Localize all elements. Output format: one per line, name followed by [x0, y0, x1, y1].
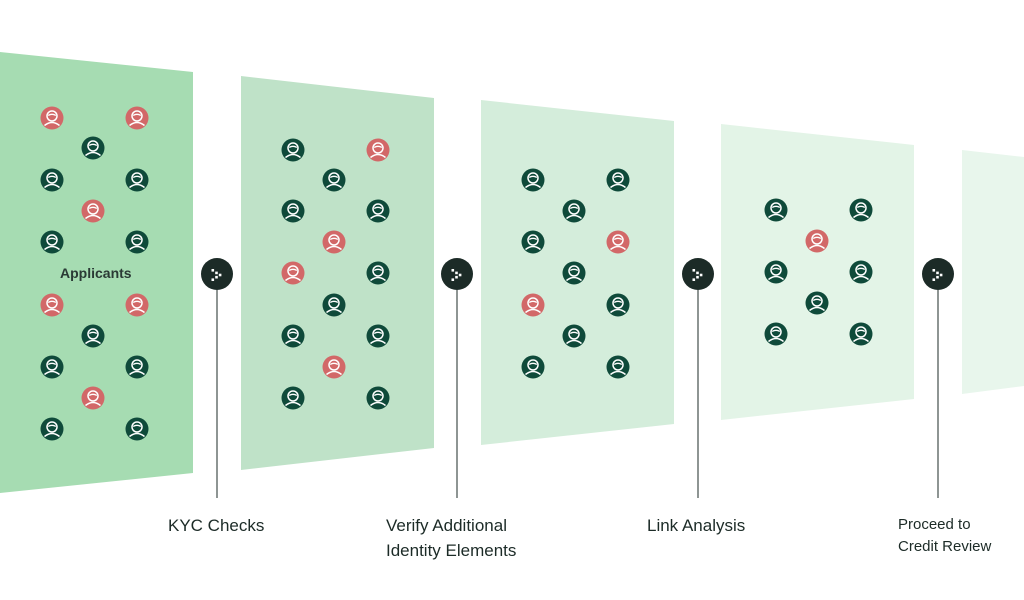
- person-icon: [281, 261, 305, 285]
- person-icon: [849, 198, 873, 222]
- person-icon: [849, 260, 873, 284]
- verify-identity-label: Verify Additional Identity Elements: [386, 513, 516, 563]
- person-icon: [606, 168, 630, 192]
- person-icon: [562, 261, 586, 285]
- person-icon: [125, 417, 149, 441]
- link-analysis-label: Link Analysis: [647, 516, 746, 535]
- verify-label-line-1: Verify Additional: [386, 516, 507, 535]
- person-icon: [322, 293, 346, 317]
- person-icon: [322, 230, 346, 254]
- applicants-panel: [0, 52, 193, 493]
- proceed-credit-review-label: Proceed to Credit Review: [898, 514, 991, 558]
- person-icon: [606, 230, 630, 254]
- person-icon: [281, 324, 305, 348]
- proceed-label-line-2: Credit Review: [898, 538, 992, 555]
- filter-step-icon: [922, 258, 954, 290]
- person-icon: [281, 138, 305, 162]
- person-icon: [521, 293, 545, 317]
- person-icon: [805, 229, 829, 253]
- kyc-panel: [241, 76, 434, 470]
- applicants-label: Applicants: [60, 265, 132, 281]
- person-icon: [40, 355, 64, 379]
- kyc-checks-label: KYC Checks: [168, 516, 265, 535]
- credit-review-panel: [962, 150, 1024, 394]
- person-icon: [366, 199, 390, 223]
- person-icon: [40, 106, 64, 130]
- person-icon: [81, 386, 105, 410]
- person-icon: [521, 355, 545, 379]
- person-icon: [125, 355, 149, 379]
- person-icon: [125, 293, 149, 317]
- person-icon: [562, 324, 586, 348]
- person-icon: [366, 386, 390, 410]
- person-icon: [764, 198, 788, 222]
- filter-step-icon: [682, 258, 714, 290]
- person-icon: [764, 322, 788, 346]
- person-icon: [281, 386, 305, 410]
- person-icon: [322, 355, 346, 379]
- filter-step-icon: [441, 258, 473, 290]
- person-icon: [764, 260, 788, 284]
- person-icon: [81, 136, 105, 160]
- person-icon: [606, 293, 630, 317]
- person-icon: [805, 291, 829, 315]
- person-icon: [521, 168, 545, 192]
- person-icon: [366, 261, 390, 285]
- person-icon: [366, 324, 390, 348]
- person-icon: [40, 230, 64, 254]
- person-icon: [521, 230, 545, 254]
- person-icon: [125, 230, 149, 254]
- filter-step-icon: [201, 258, 233, 290]
- person-icon: [40, 293, 64, 317]
- person-icon: [366, 138, 390, 162]
- proceed-label-line-1: Proceed to: [898, 516, 971, 533]
- person-icon: [849, 322, 873, 346]
- verify-label-line-2: Identity Elements: [386, 541, 517, 560]
- link-panel: [721, 124, 914, 420]
- person-icon: [125, 106, 149, 130]
- person-icon: [322, 168, 346, 192]
- person-icon: [125, 168, 149, 192]
- person-icon: [281, 199, 305, 223]
- person-icon: [40, 168, 64, 192]
- person-icon: [606, 355, 630, 379]
- person-icon: [81, 199, 105, 223]
- person-icon: [81, 324, 105, 348]
- person-icon: [40, 417, 64, 441]
- person-icon: [562, 199, 586, 223]
